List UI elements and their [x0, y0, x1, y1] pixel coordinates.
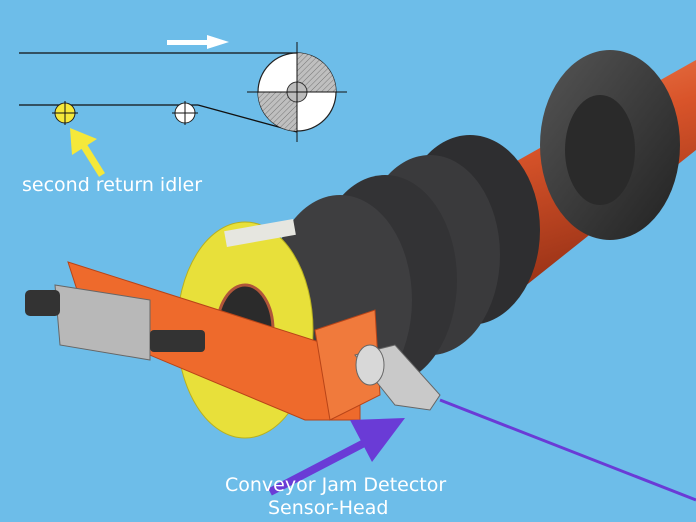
head-pulley [247, 42, 347, 142]
first-return-idler [172, 101, 198, 125]
laser-beam [439, 398, 696, 502]
idler-pointer-arrow [70, 128, 105, 177]
belt-direction-arrow [167, 35, 229, 49]
sensor-pointer-arrow [268, 418, 405, 496]
detector-label-line1: Conveyor Jam Detector [225, 474, 447, 496]
connector-box [25, 284, 205, 361]
idler-label: second return idler [22, 174, 203, 196]
conveyor-schematic [19, 35, 347, 177]
detector-label-line2: Sensor-Head [268, 497, 389, 519]
second-return-idler [52, 101, 78, 125]
roller-assembly [25, 50, 696, 502]
sensor-head [354, 344, 441, 411]
